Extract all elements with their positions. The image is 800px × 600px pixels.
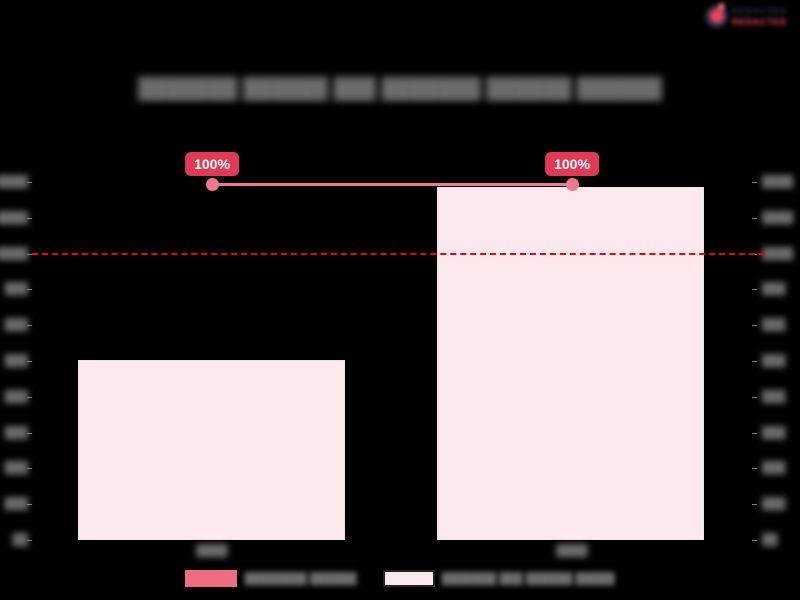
y-axis-left-label-4: ███	[4, 319, 28, 332]
y-axis-left-label-10: ██	[12, 534, 28, 546]
logo-mark-inner-icon	[710, 9, 724, 23]
y-axis-left-tick-9	[27, 504, 32, 506]
bar-category-1[interactable]	[437, 187, 704, 540]
y-axis-left-tick-10	[27, 540, 32, 541]
point-label-0: 100%	[185, 152, 239, 176]
y-axis-right-tick-3	[752, 289, 757, 291]
y-axis-left-label-0: ████	[0, 176, 28, 188]
y-axis-right-tick-7	[752, 432, 757, 434]
y-axis-right-label-0: ████	[762, 176, 794, 188]
y-axis-left-tick-4	[27, 325, 32, 327]
line-marker-1[interactable]	[566, 178, 579, 191]
y-axis-right-tick-5	[752, 361, 757, 362]
bar-category-0[interactable]	[78, 360, 345, 540]
legend-item-0[interactable]: ████████ ██████	[185, 570, 357, 587]
y-axis-left-tick-2	[27, 253, 32, 255]
line-marker-0[interactable]	[206, 178, 219, 191]
chart-title-text: ███████ ██████ ███ ███████ ██████ ██████	[138, 78, 662, 100]
y-axis-right-label-6: ███	[762, 390, 786, 403]
legend-label-1: ███████ ███ ██████ █████	[441, 572, 615, 585]
y-axis-left-tick-7	[27, 432, 32, 434]
y-axis-right-label-9: ███	[762, 498, 786, 511]
y-axis-right-tick-4	[752, 325, 757, 327]
y-axis-right-label-2: ████	[762, 247, 794, 260]
y-axis-right-tick-0	[752, 182, 757, 183]
y-axis-left-label-3: ███	[4, 283, 28, 296]
y-axis-left-tick-8	[27, 468, 32, 470]
y-axis-right-label-10: ██	[762, 534, 778, 546]
x-axis-category-label-0: ████	[196, 545, 228, 557]
legend-swatch-solid-icon	[185, 570, 238, 587]
logo-text-bottom: REDACTED	[732, 17, 787, 27]
y-axis-right-label-8: ███	[762, 462, 786, 475]
brand-logo: REDACTED REDACTED	[703, 2, 795, 32]
y-axis-right-tick-8	[752, 468, 757, 470]
x-axis-category-label-1: ████	[556, 545, 588, 557]
y-axis-right-tick-10	[752, 540, 757, 541]
series-line-percentage	[212, 183, 572, 186]
logo-mark-dot-icon	[718, 3, 725, 10]
y-axis-left-label-6: ███	[4, 390, 28, 403]
y-axis-left-label-1: ████	[0, 211, 28, 224]
y-axis-left-tick-3	[27, 289, 32, 291]
y-axis-right-label-3: ███	[762, 283, 786, 296]
y-axis-right-label-7: ███	[762, 426, 786, 439]
y-axis-left-tick-6	[27, 396, 32, 398]
y-axis-right-tick-1	[752, 217, 757, 219]
y-axis-right-tick-9	[752, 504, 757, 506]
plot-area	[32, 178, 752, 540]
y-axis-right-label-4: ███	[762, 319, 786, 332]
y-axis-left-tick-1	[27, 217, 32, 219]
y-axis-right-label-1: ████	[762, 211, 794, 224]
y-axis-left-label-9: ███	[4, 498, 28, 511]
legend-item-1[interactable]: ███████ ███ ██████ █████	[382, 570, 615, 587]
y-axis-right-label-5: ███	[762, 355, 786, 367]
legend-swatch-hollow-icon	[382, 570, 435, 587]
legend-label-0: ████████ ██████	[244, 572, 357, 585]
y-axis-left-tick-5	[27, 361, 32, 362]
y-axis-left-label-5: ███	[4, 355, 28, 367]
y-axis-left-label-8: ███	[4, 462, 28, 475]
point-label-1: 100%	[545, 152, 599, 176]
y-axis-left-label-7: ███	[4, 426, 28, 439]
logo-text-top: REDACTED	[732, 6, 787, 16]
y-axis-right-tick-6	[752, 396, 757, 398]
chart-title: ███████ ██████ ███ ███████ ██████ ██████	[0, 78, 800, 101]
threshold-reference-line	[32, 253, 765, 255]
y-axis-left-label-2: ████	[0, 247, 28, 260]
y-axis-left-tick-0	[27, 182, 32, 183]
chart-legend: ████████ ██████ ███████ ███ ██████ █████	[0, 570, 800, 587]
